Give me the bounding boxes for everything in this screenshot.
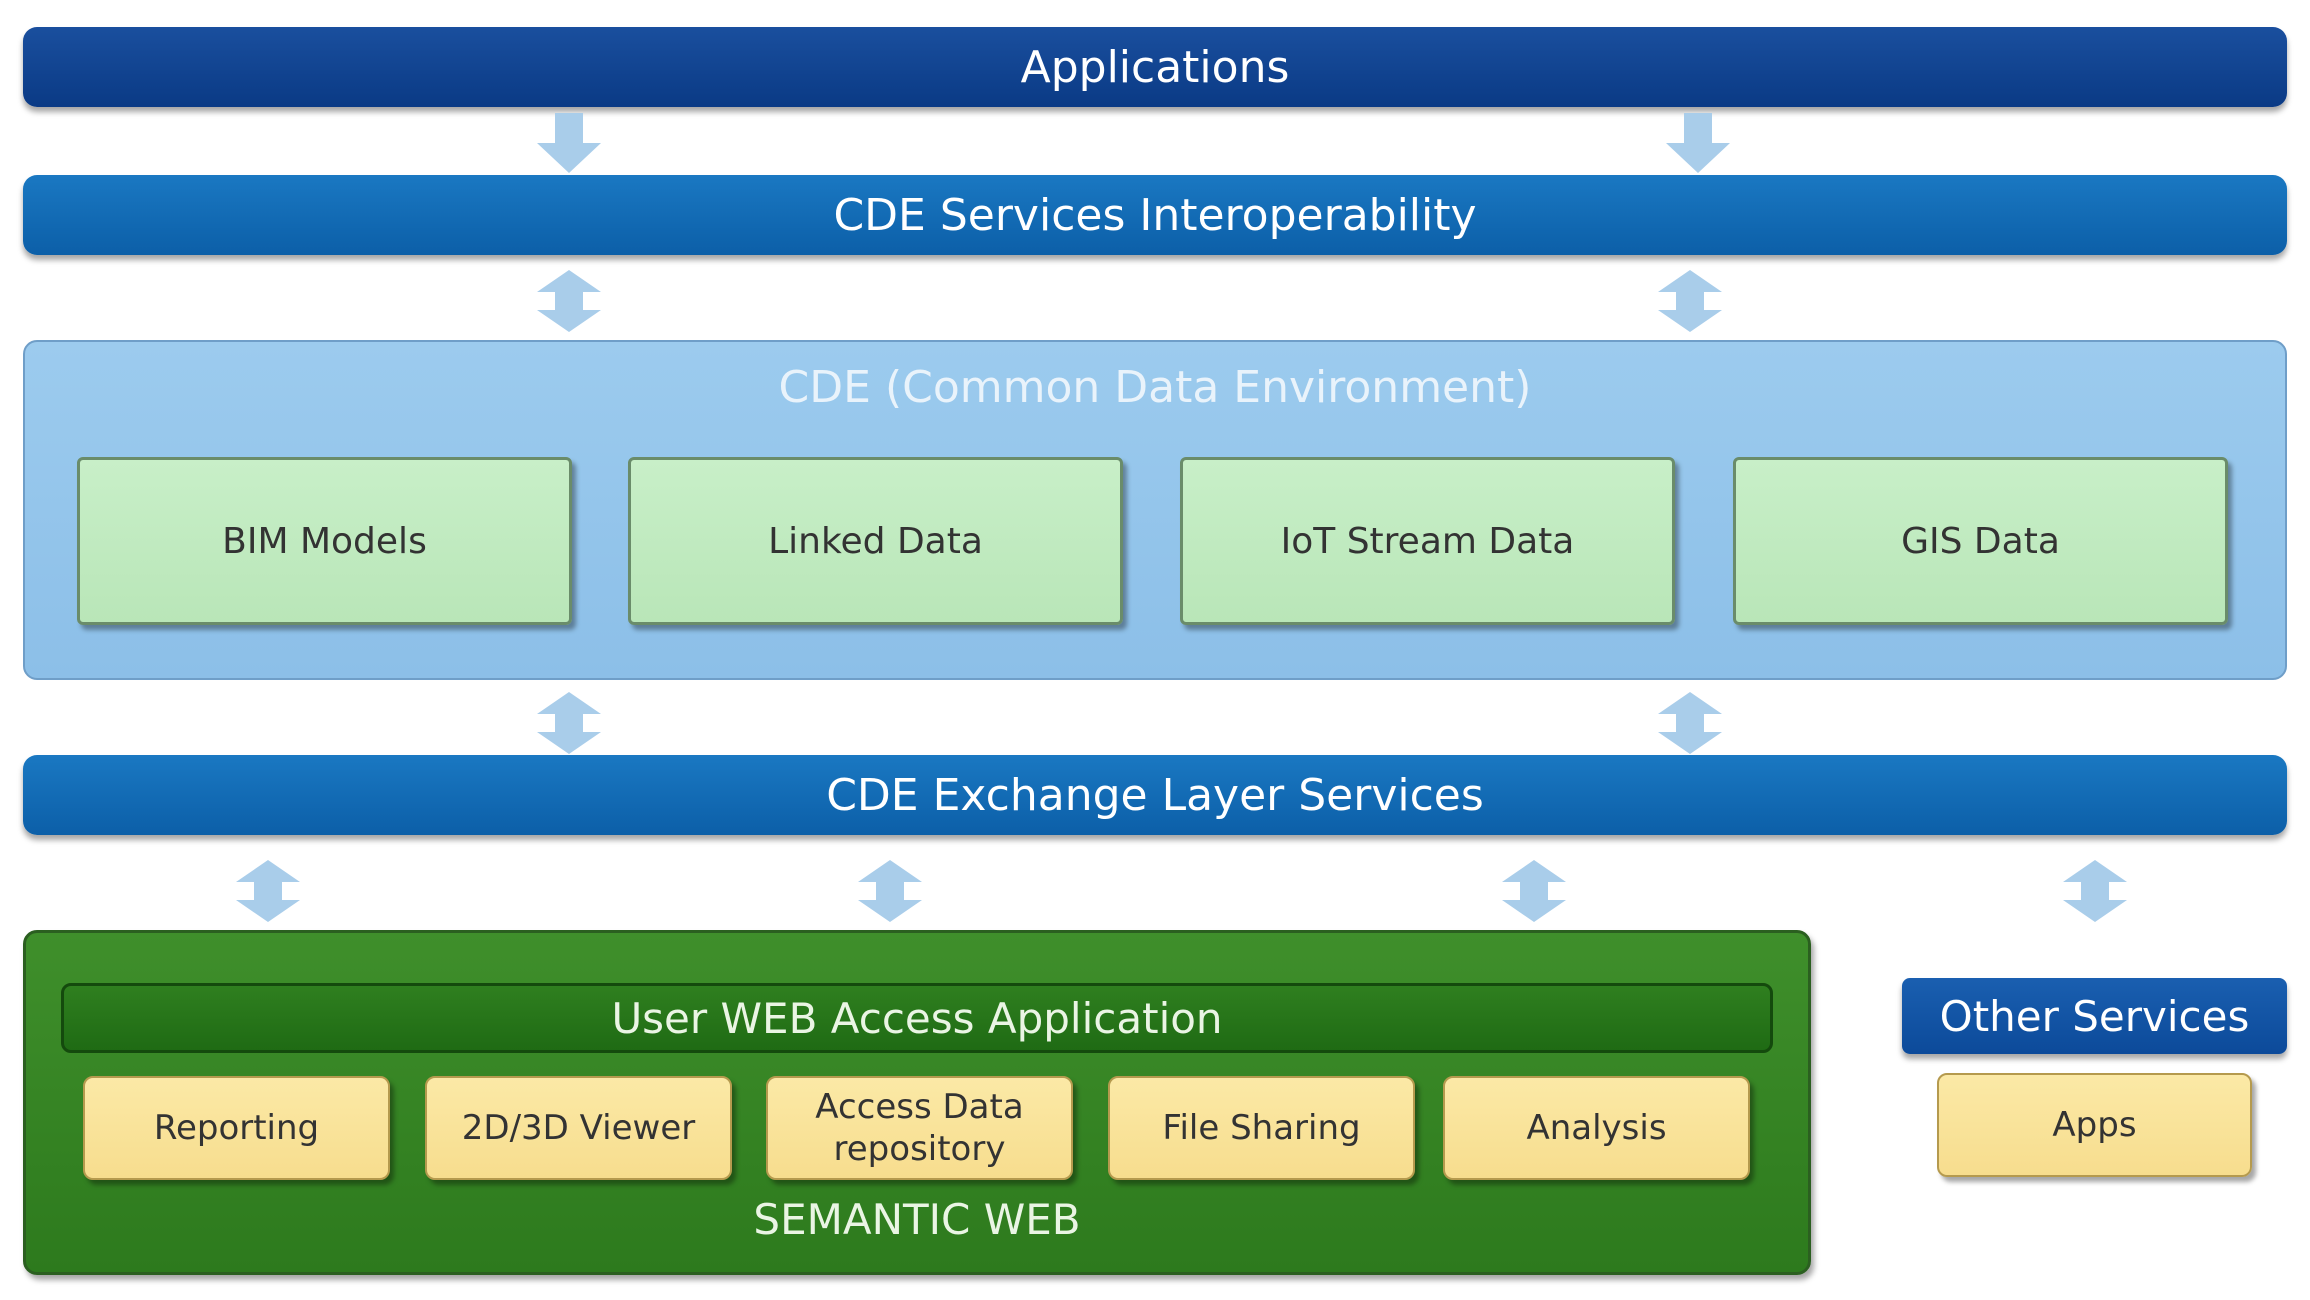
double-arrow-icon [858, 860, 922, 922]
services-interoperability-bar: CDE Services Interoperability [23, 175, 2287, 255]
double-arrow-icon [2063, 860, 2127, 922]
down-arrow-icon [537, 113, 601, 173]
iot-stream-data-box: IoT Stream Data [1180, 457, 1675, 625]
applications-bar: Applications [23, 27, 2287, 107]
analysis-box: Analysis [1443, 1076, 1750, 1180]
exchange-layer-label: CDE Exchange Layer Services [826, 769, 1484, 821]
services-interoperability-label: CDE Services Interoperability [833, 189, 1477, 241]
cde-title: CDE (Common Data Environment) [778, 362, 1532, 413]
user-web-access-label: User WEB Access Application [611, 993, 1223, 1043]
other-services-bar: Other Services [1902, 978, 2287, 1054]
double-arrow-icon [537, 692, 601, 754]
double-arrow-icon [1658, 270, 1722, 332]
apps-box: Apps [1937, 1073, 2252, 1177]
user-web-access-bar: User WEB Access Application [61, 983, 1773, 1053]
bim-models-box: BIM Models [77, 457, 572, 625]
viewer-box: 2D/3D Viewer [425, 1076, 732, 1180]
other-services-label: Other Services [1939, 991, 2250, 1041]
down-arrow-icon [1666, 113, 1730, 173]
double-arrow-icon [1502, 860, 1566, 922]
double-arrow-icon [236, 860, 300, 922]
file-sharing-box: File Sharing [1108, 1076, 1415, 1180]
exchange-layer-bar: CDE Exchange Layer Services [23, 755, 2287, 835]
semantic-web-label: SEMANTIC WEB [753, 1195, 1081, 1244]
access-data-repository-box: Access Data repository [766, 1076, 1073, 1180]
linked-data-box: Linked Data [628, 457, 1123, 625]
semantic-web-container: User WEB Access Application Reporting 2D… [23, 930, 1811, 1275]
cde-container: CDE (Common Data Environment) BIM Models… [23, 340, 2287, 680]
applications-label: Applications [1020, 41, 1290, 93]
gis-data-box: GIS Data [1733, 457, 2228, 625]
double-arrow-icon [537, 270, 601, 332]
double-arrow-icon [1658, 692, 1722, 754]
reporting-box: Reporting [83, 1076, 390, 1180]
